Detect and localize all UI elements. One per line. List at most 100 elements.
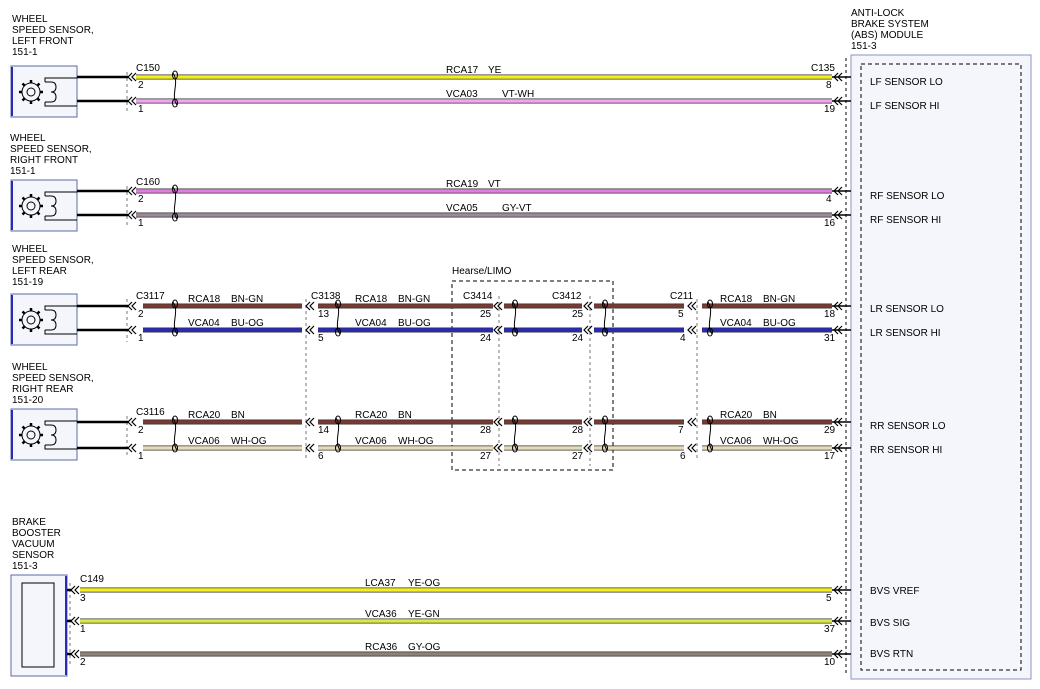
connector-mark — [837, 72, 843, 82]
wire-circuit-label: VCA05 — [446, 203, 478, 214]
connector-mark — [305, 443, 311, 453]
connector-mark — [833, 186, 839, 196]
rf-sensor-label-1: WHEEL — [10, 133, 46, 144]
connector-mark — [493, 325, 499, 335]
connector-mark — [131, 417, 137, 427]
pin-number: 5 — [678, 309, 684, 320]
wire-color-label: BU-OG — [398, 318, 431, 329]
twisted-pair-loop — [335, 299, 341, 309]
pin-label-lr-sensor-hi: LR SENSOR HI — [870, 328, 941, 339]
wire-color-label: WH-OG — [398, 436, 434, 447]
pin-label-lf-sensor-hi: LF SENSOR HI — [870, 101, 939, 112]
pin-number: 16 — [824, 218, 836, 229]
pin-number: 4 — [680, 333, 686, 344]
connector-c3412: C3412 — [552, 291, 582, 302]
pin-number: 28 — [480, 425, 492, 436]
connector-mark — [74, 649, 80, 659]
wire-color-label: BU-OG — [763, 318, 796, 329]
pin-label-rf-sensor-lo: RF SENSOR LO — [870, 191, 945, 202]
connector-mark — [131, 186, 137, 196]
pin-label-rr-sensor-lo: RR SENSOR LO — [870, 421, 946, 432]
wire-circuit-label: RCA20 — [720, 410, 753, 421]
pin-label-rr-sensor-hi: RR SENSOR HI — [870, 445, 942, 456]
pin-number: 2 — [138, 80, 144, 91]
abs-module-body — [850, 54, 1032, 680]
connector-mark — [587, 443, 593, 453]
connector-mark — [131, 72, 137, 82]
connector-mark — [583, 417, 589, 427]
connector-mark — [74, 585, 80, 595]
pin-number: 6 — [680, 451, 686, 462]
lr-sensor-label-3: LEFT REAR — [12, 266, 67, 277]
pin-number: 1 — [80, 624, 86, 635]
rf-sensor-label-2: SPEED SENSOR, — [10, 144, 92, 155]
pin-number: 24 — [480, 333, 492, 344]
connector-c150: C150 — [136, 63, 160, 74]
connector-mark — [305, 301, 311, 311]
pin-label-bvs-rtn: BVS RTN — [870, 649, 913, 660]
connector-mark — [687, 417, 693, 427]
twisted-pair-loop — [172, 327, 178, 337]
abs-module: ANTI-LOCK BRAKE SYSTEM (ABS) MODULE 151-… — [845, 8, 1032, 680]
pin-number: 1 — [138, 333, 144, 344]
pin-number: 2 — [138, 425, 144, 436]
twisted-pair-loop — [602, 299, 608, 309]
rr-sensor-label-3: RIGHT REAR — [12, 384, 74, 395]
lf-sensor-label-1: WHEEL — [12, 14, 48, 25]
pin-number: 8 — [826, 80, 832, 91]
pin-label-lf-sensor-lo: LF SENSOR LO — [870, 77, 943, 88]
wire-color-label: BN-GN — [398, 294, 430, 305]
wire-circuit-label: VCA03 — [446, 89, 478, 100]
connector-mark — [837, 649, 843, 659]
wires — [67, 74, 851, 657]
connector-c149: C149 — [80, 574, 104, 585]
connector-mark — [833, 585, 839, 595]
wire-circuit-label: RCA20 — [355, 410, 388, 421]
rf-sensor-label-3: RIGHT FRONT — [10, 155, 78, 166]
pin-label-bvs-vref: BVS VREF — [870, 586, 919, 597]
twisted-pair-loop — [707, 299, 713, 309]
connector-mark — [309, 301, 315, 311]
connector-mark — [583, 443, 589, 453]
connector-c135: C135 — [811, 63, 835, 74]
connector-mark — [837, 443, 843, 453]
connector-mark — [833, 616, 839, 626]
connector-mark — [833, 649, 839, 659]
twisted-pair-loop — [172, 98, 178, 108]
rr-sensor-label-1: WHEEL — [12, 362, 48, 373]
connector-mark — [833, 210, 839, 220]
wire-color-label: YE-GN — [408, 609, 440, 620]
connector-mark — [70, 649, 76, 659]
twisted-pair-mark — [335, 417, 341, 451]
rr-sensor-label-4: 151-20 — [12, 395, 44, 406]
lf-sensor-label-4: 151-1 — [12, 47, 38, 58]
wire-circuit-label: RCA18 — [188, 294, 221, 305]
twisted-pair-loop — [707, 327, 713, 337]
lf-sensor-label-2: SPEED SENSOR, — [12, 25, 94, 36]
connector-mark — [837, 616, 843, 626]
wire-color-label: VT — [488, 179, 501, 190]
connector-mark — [493, 417, 499, 427]
gear-glyph — [19, 77, 77, 107]
connector-mark — [583, 325, 589, 335]
lr-sensor-label-2: SPEED SENSOR, — [12, 255, 94, 266]
lr-sensor-label-4: 151-19 — [12, 277, 44, 288]
wire-color-label: BN — [231, 410, 245, 421]
wire-color-label: GY-OG — [408, 642, 441, 653]
twisted-pair-loop — [602, 415, 608, 425]
twisted-pair-mark — [512, 301, 518, 335]
pin-label-rf-sensor-hi: RF SENSOR HI — [870, 215, 941, 226]
pin-number: 1 — [138, 104, 144, 115]
wire-circuit-label: RCA19 — [446, 179, 479, 190]
pin-number: 13 — [318, 309, 330, 320]
wire-color-label: BN-GN — [231, 294, 263, 305]
twisted-pair-mark — [602, 301, 608, 335]
connector-mark — [833, 443, 839, 453]
gear-icon — [10, 408, 78, 461]
option-box-hearse-limo: Hearse/LIMO — [451, 266, 614, 471]
twisted-pair-loop — [707, 415, 713, 425]
connector-mark — [691, 443, 697, 453]
connector-mark — [833, 301, 839, 311]
gear-icon — [10, 293, 78, 346]
